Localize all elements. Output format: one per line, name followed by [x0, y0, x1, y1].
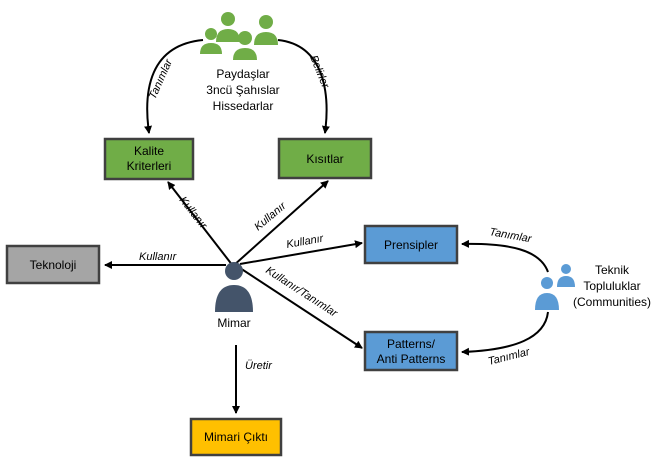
edge-architect-constraints: [232, 180, 329, 267]
svg-text:Hissedarlar: Hissedarlar: [213, 99, 274, 113]
edge-communities-patterns: [461, 311, 549, 356]
svg-text:Kalite: Kalite: [134, 144, 164, 158]
label-uses-constraints: Kullanır: [252, 199, 289, 233]
label-uses-principles: Kullanır: [285, 232, 325, 251]
architect-person-icon: [215, 262, 253, 312]
node-output: Mimari Çıktı: [189, 417, 283, 457]
svg-text:(Communities): (Communities): [573, 295, 651, 309]
label-community-defines-principles: Tanımlar: [488, 226, 533, 245]
edge-stakeholders-constraints: [277, 39, 330, 134]
node-patterns: Patterns/ Anti Patterns: [363, 330, 459, 372]
svg-text:Paydaşlar: Paydaşlar: [216, 67, 269, 81]
node-technology: Teknoloji: [5, 244, 101, 285]
svg-text:Teknoloji: Teknoloji: [30, 258, 77, 272]
svg-text:Teknik: Teknik: [595, 263, 630, 277]
svg-text:Patterns/: Patterns/: [387, 337, 436, 351]
node-constraints: Kısıtlar: [277, 137, 373, 180]
svg-text:Anti Patterns: Anti Patterns: [377, 352, 446, 366]
label-uses-quality: Kullanır: [177, 194, 210, 232]
svg-text:Prensipler: Prensipler: [384, 238, 438, 252]
connectors: [104, 39, 549, 414]
label-uses-technology: Kullanır: [139, 251, 178, 263]
edge-architect-principles: [239, 240, 363, 265]
node-stakeholders: Paydaşlar 3ncü Şahıslar Hissedarlar: [206, 67, 279, 113]
edge-stakeholders-quality: [144, 39, 204, 134]
svg-text:Kısıtlar: Kısıtlar: [306, 152, 343, 166]
stakeholders-people-icon: [200, 12, 278, 60]
svg-text:3ncü Şahıslar: 3ncü Şahıslar: [206, 83, 279, 97]
label-produces-output: Üretir: [245, 360, 273, 372]
node-architect: Mimar: [217, 316, 250, 330]
svg-text:Kriterleri: Kriterleri: [127, 159, 172, 173]
communities-people-icon: [535, 264, 575, 310]
edge-architect-quality: [167, 181, 234, 267]
node-principles: Prensipler: [363, 224, 459, 265]
node-quality: Kalite Kriterleri: [103, 137, 195, 181]
label-determines-constraints: Belirler: [307, 54, 331, 91]
edge-architect-patterns: [239, 267, 363, 349]
node-communities: Teknik Topluluklar (Communities): [573, 263, 651, 309]
svg-text:Mimari Çıktı: Mimari Çıktı: [204, 430, 268, 444]
label-uses-defines-patterns: Kullanır/Tanımlar: [263, 264, 340, 320]
svg-text:Topluluklar: Topluluklar: [583, 279, 640, 293]
edge-communities-principles: [461, 239, 549, 273]
